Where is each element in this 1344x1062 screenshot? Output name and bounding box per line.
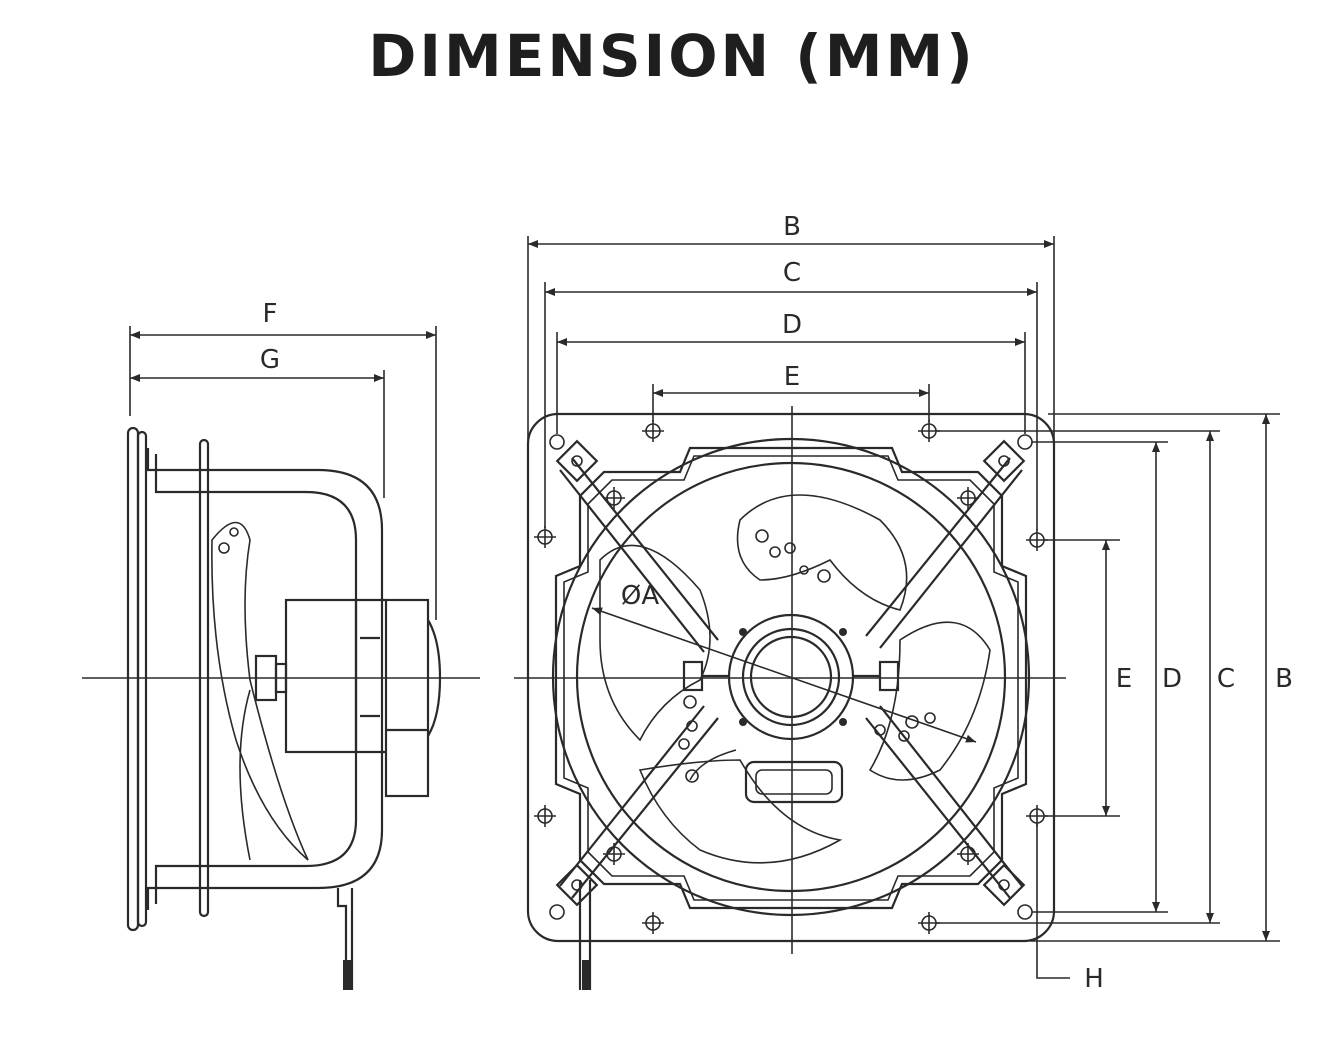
dimension-label-f: F <box>263 299 278 329</box>
dimension-label-d-horizontal: D <box>782 310 802 340</box>
dimension-label-h: H <box>1084 964 1104 994</box>
mounting-holes <box>534 420 1048 934</box>
dimension-label-c-horizontal: C <box>783 258 801 288</box>
dimension-label-c-vertical: C <box>1217 664 1235 694</box>
dimension-label-e-vertical: E <box>1116 664 1132 694</box>
dimension-label-d-vertical: D <box>1162 664 1182 694</box>
dimension-label-diameter: ØA <box>621 581 659 611</box>
dimension-label-e-horizontal: E <box>784 362 800 392</box>
front-view: ØA B C D E E D <box>514 212 1293 994</box>
page-title: DIMENSION (MM) <box>368 22 976 90</box>
side-view: F G <box>82 299 480 990</box>
dimension-label-b-horizontal: B <box>783 212 801 242</box>
dimension-label-b-vertical: B <box>1275 664 1293 694</box>
dimension-label-g: G <box>260 345 280 375</box>
